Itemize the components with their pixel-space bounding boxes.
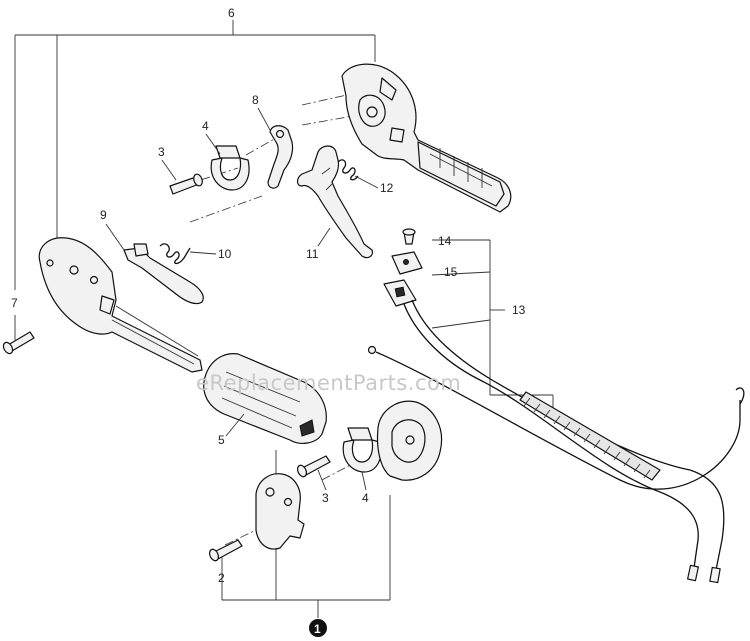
callout-15: 15	[444, 265, 458, 279]
bottom-housing-cover	[376, 400, 443, 481]
group-6-bracket	[14, 20, 376, 340]
part-14-screw	[402, 228, 416, 245]
callout-5: 5	[218, 433, 225, 447]
part-6-handle-shell-left	[38, 237, 203, 373]
throttle-handle-housing	[341, 63, 512, 213]
part-11-throttle-trigger	[296, 145, 373, 259]
callout-2: 2	[218, 571, 225, 585]
part-12-spring	[337, 159, 359, 181]
callout-13: 13	[512, 303, 526, 317]
callout-3-bottom: 3	[322, 491, 329, 505]
part-15-plate	[391, 251, 423, 275]
callout-4-bottom: 4	[362, 491, 369, 505]
stop-switch	[383, 279, 417, 307]
callout-8: 8	[252, 93, 259, 107]
callout-4-top: 4	[202, 119, 209, 133]
callout-1-badge	[309, 619, 327, 637]
callout-3-top: 3	[158, 145, 165, 159]
callout-6: 6	[228, 6, 235, 20]
part-4-clamp-top	[210, 145, 250, 191]
callout-11: 11	[306, 247, 319, 261]
callout-1: 1	[314, 622, 321, 636]
part-2-screw	[208, 539, 243, 562]
wire-harness	[367, 299, 745, 584]
part-7-screw	[2, 331, 35, 355]
part-5-grip	[203, 353, 327, 444]
callout-12: 12	[380, 181, 394, 195]
callout-9: 9	[100, 208, 107, 222]
part-4-clamp-bottom	[342, 427, 382, 473]
callout-7: 7	[11, 296, 18, 310]
assembly-lines	[184, 91, 377, 546]
front-cover	[255, 473, 305, 550]
callout-labels: 6 8 4 3 12 9 10 11 14 15 13 7 5 3 4 2 1	[11, 6, 526, 637]
callout-10: 10	[218, 247, 232, 261]
part-3-screw-top	[169, 173, 203, 195]
part-10-spring	[159, 243, 191, 265]
watermark-text: eReplacementParts.com	[196, 371, 461, 395]
part-3-screw-bottom	[296, 455, 331, 478]
callout-14: 14	[438, 234, 452, 248]
part-8-lever	[267, 125, 294, 189]
part-9-lockout-lever	[123, 243, 204, 305]
